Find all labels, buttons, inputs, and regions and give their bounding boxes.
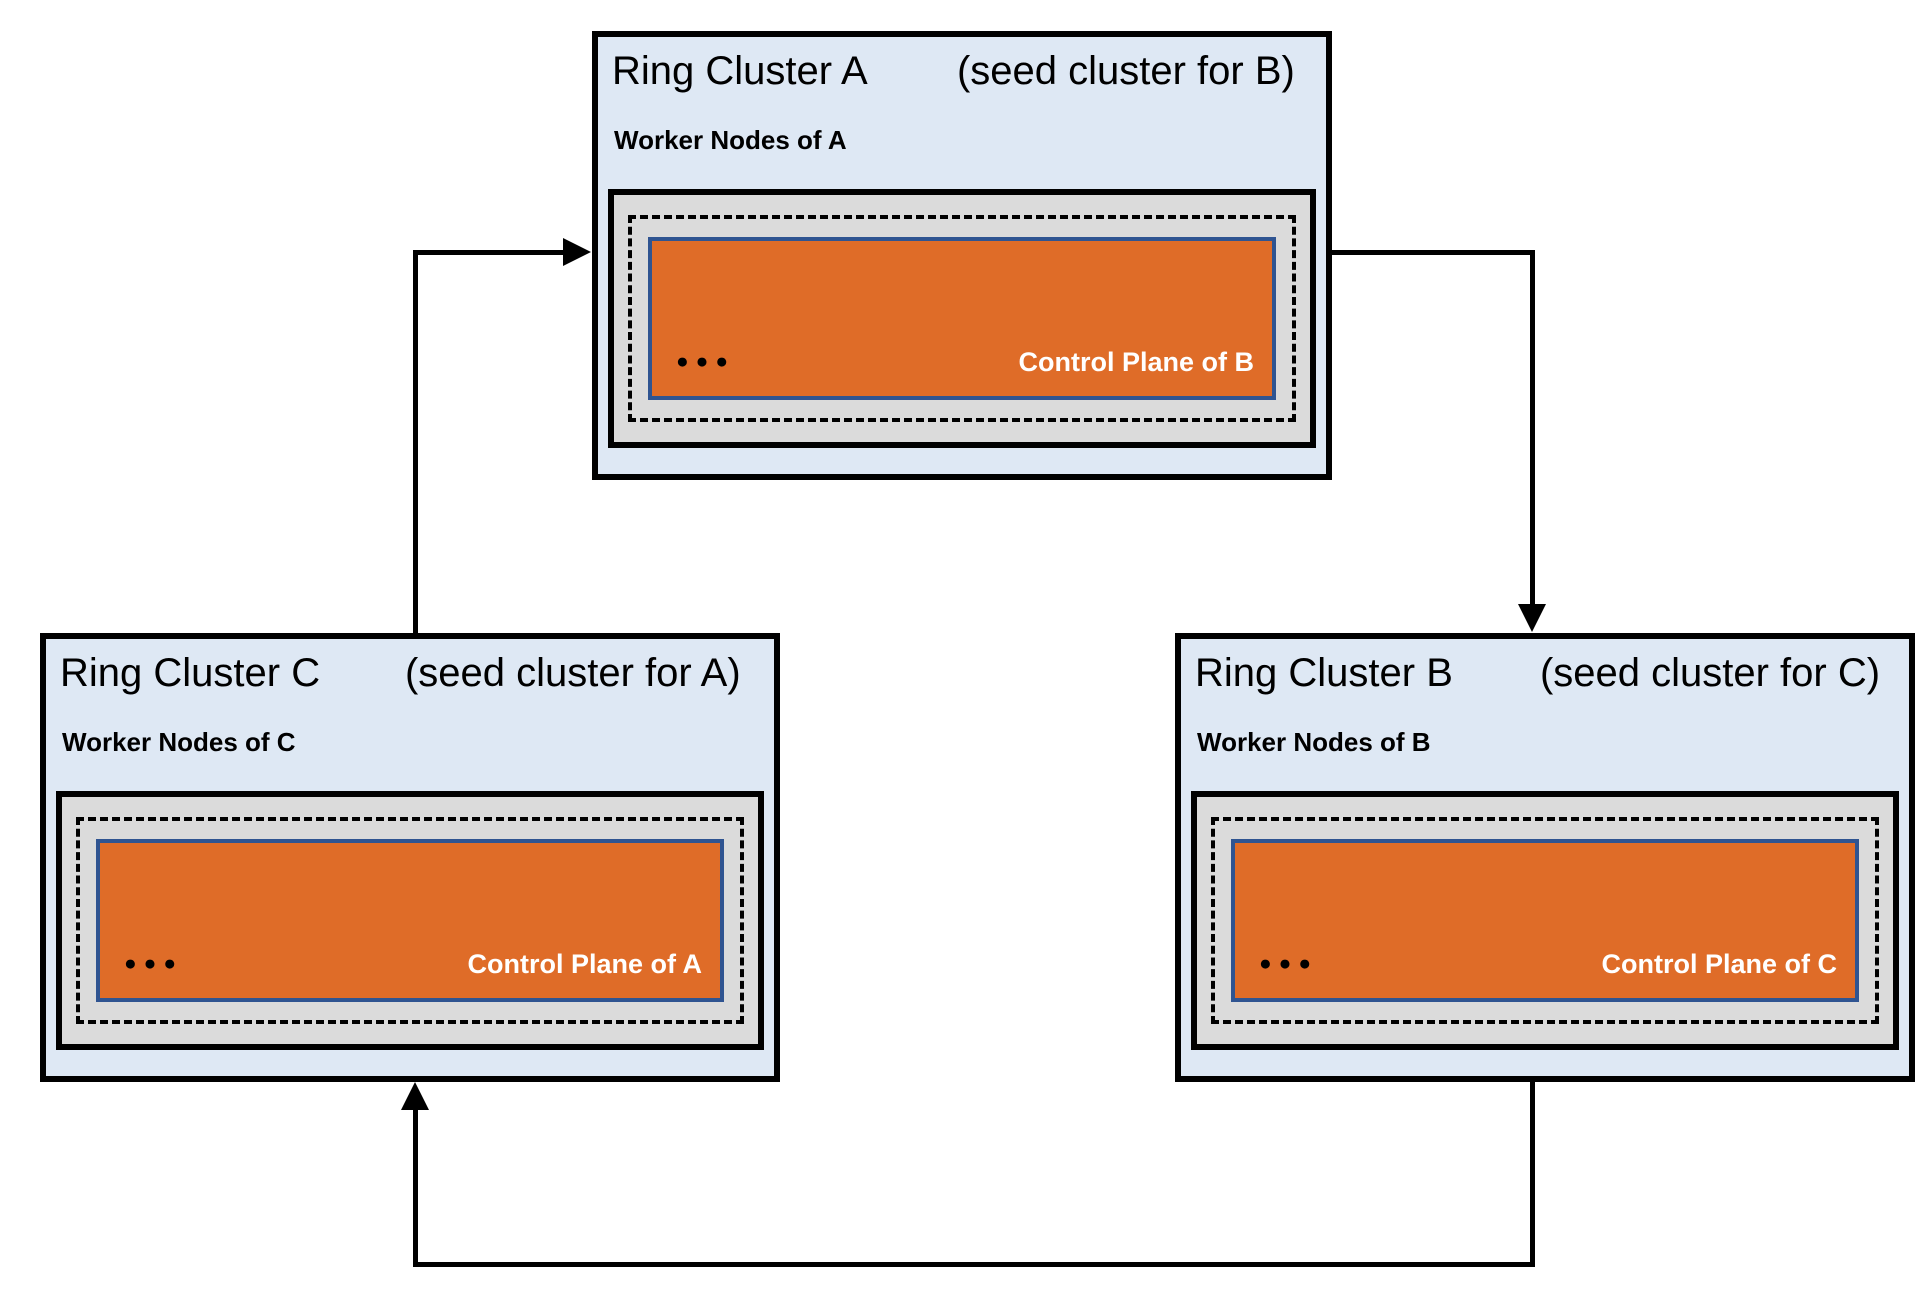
ellipsis-dots: ●●● bbox=[124, 952, 184, 975]
cluster-a-control-plane-label: Control Plane of B bbox=[1018, 347, 1255, 377]
arrow-a-to-b-horizontal-line bbox=[1332, 250, 1532, 255]
arrow-a-to-b-vertical-line bbox=[1530, 250, 1535, 606]
cluster-b-control-plane-label: Control Plane of C bbox=[1601, 949, 1838, 979]
cluster-b-worker-nodes-label: Worker Nodes of B bbox=[1197, 727, 1431, 757]
cluster-b-seed-note: (seed cluster for C) bbox=[1539, 651, 1881, 695]
arrow-a-to-b-arrowhead-icon bbox=[1518, 604, 1546, 632]
cluster-box-a: Ring Cluster A (seed cluster for B) Work… bbox=[592, 31, 1332, 480]
cluster-c-dashed-boundary: ●●● Control Plane of A bbox=[76, 817, 744, 1024]
cluster-c-title: Ring Cluster C bbox=[60, 651, 321, 695]
ellipsis-dots: ●●● bbox=[676, 350, 736, 373]
cluster-c-worker-nodes-label: Worker Nodes of C bbox=[62, 727, 296, 757]
cluster-b-title: Ring Cluster B bbox=[1195, 651, 1453, 695]
arrow-b-to-c-vertical-line-left bbox=[413, 1110, 418, 1264]
cluster-b-dashed-boundary: ●●● Control Plane of C bbox=[1211, 817, 1879, 1024]
cluster-box-b: Ring Cluster B (seed cluster for C) Work… bbox=[1175, 633, 1915, 1082]
arrow-b-to-c-vertical-line-right bbox=[1530, 1082, 1535, 1267]
arrow-b-to-c-arrowhead-icon bbox=[401, 1082, 429, 1110]
cluster-c-control-plane-box: ●●● Control Plane of A bbox=[96, 839, 724, 1002]
cluster-a-dashed-boundary: ●●● Control Plane of B bbox=[628, 215, 1296, 422]
arrow-b-to-c-horizontal-line bbox=[413, 1262, 1535, 1267]
cluster-c-control-plane-label: Control Plane of A bbox=[467, 949, 703, 979]
arrow-c-to-a-vertical-line bbox=[413, 252, 418, 633]
cluster-b-worker-nodes-area: ●●● Control Plane of C bbox=[1191, 791, 1899, 1050]
cluster-c-worker-nodes-area: ●●● Control Plane of A bbox=[56, 791, 764, 1050]
cluster-a-control-plane-box: ●●● Control Plane of B bbox=[648, 237, 1276, 400]
cluster-box-c: Ring Cluster C (seed cluster for A) Work… bbox=[40, 633, 780, 1082]
cluster-a-title: Ring Cluster A bbox=[612, 49, 868, 93]
cluster-a-seed-note: (seed cluster for B) bbox=[956, 49, 1295, 93]
cluster-a-worker-nodes-area: ●●● Control Plane of B bbox=[608, 189, 1316, 448]
cluster-b-title-row: Ring Cluster B (seed cluster for C) bbox=[1195, 649, 1899, 697]
cluster-a-worker-nodes-label: Worker Nodes of A bbox=[614, 125, 847, 155]
cluster-a-title-row: Ring Cluster A (seed cluster for B) bbox=[612, 47, 1316, 95]
cluster-c-seed-note: (seed cluster for A) bbox=[404, 651, 741, 695]
arrow-c-to-a-horizontal-line bbox=[413, 250, 565, 255]
arrow-c-to-a-arrowhead-icon bbox=[563, 238, 591, 266]
cluster-c-title-row: Ring Cluster C (seed cluster for A) bbox=[60, 649, 764, 697]
ellipsis-dots: ●●● bbox=[1259, 952, 1319, 975]
cluster-b-control-plane-box: ●●● Control Plane of C bbox=[1231, 839, 1859, 1002]
